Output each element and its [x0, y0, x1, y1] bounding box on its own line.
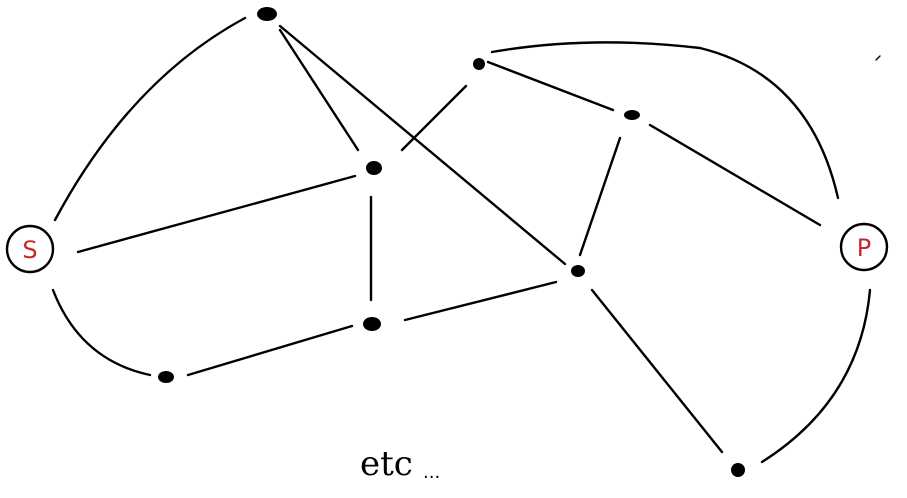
- node-bottom-right: [731, 463, 745, 477]
- node-bottom-left: [158, 371, 174, 383]
- edge-s-bottom-left: [51, 288, 152, 377]
- edge-lower-right-middle: [403, 280, 558, 322]
- graph-edges: [51, 16, 872, 464]
- edge-upper-right-far: [486, 60, 615, 112]
- node-p: P: [839, 222, 889, 272]
- edge-upper-right-p-arc: [490, 41, 840, 200]
- edge-s-top: [53, 16, 247, 222]
- node-center: [366, 161, 382, 175]
- graph-nodes: [158, 7, 745, 477]
- node-lower-center: [363, 317, 381, 331]
- edge-p-bottom-right: [760, 288, 872, 464]
- node-upper-right: [473, 58, 485, 70]
- node-p-label: P: [857, 234, 871, 262]
- edge-center-upper-right: [400, 84, 468, 152]
- edge-top-center: [278, 28, 360, 152]
- node-right-middle: [571, 265, 585, 277]
- node-top: [257, 7, 277, 21]
- edge-right-middle-bottom: [590, 288, 724, 454]
- edge-s-center: [76, 174, 357, 254]
- node-s: S: [5, 224, 55, 274]
- etc-note: etc: [360, 444, 413, 484]
- etc-note-dots: ...: [423, 462, 440, 483]
- stray-mark: [875, 55, 881, 61]
- edge-bottom-left-lower: [186, 324, 354, 377]
- edge-far-right-middle: [578, 136, 622, 257]
- edge-top-right-middle: [278, 24, 567, 266]
- node-p-circle: [839, 222, 889, 272]
- edge-far-p: [648, 123, 822, 227]
- node-s-label: S: [22, 236, 37, 264]
- node-far-right: [624, 110, 640, 120]
- node-s-circle: [5, 224, 55, 274]
